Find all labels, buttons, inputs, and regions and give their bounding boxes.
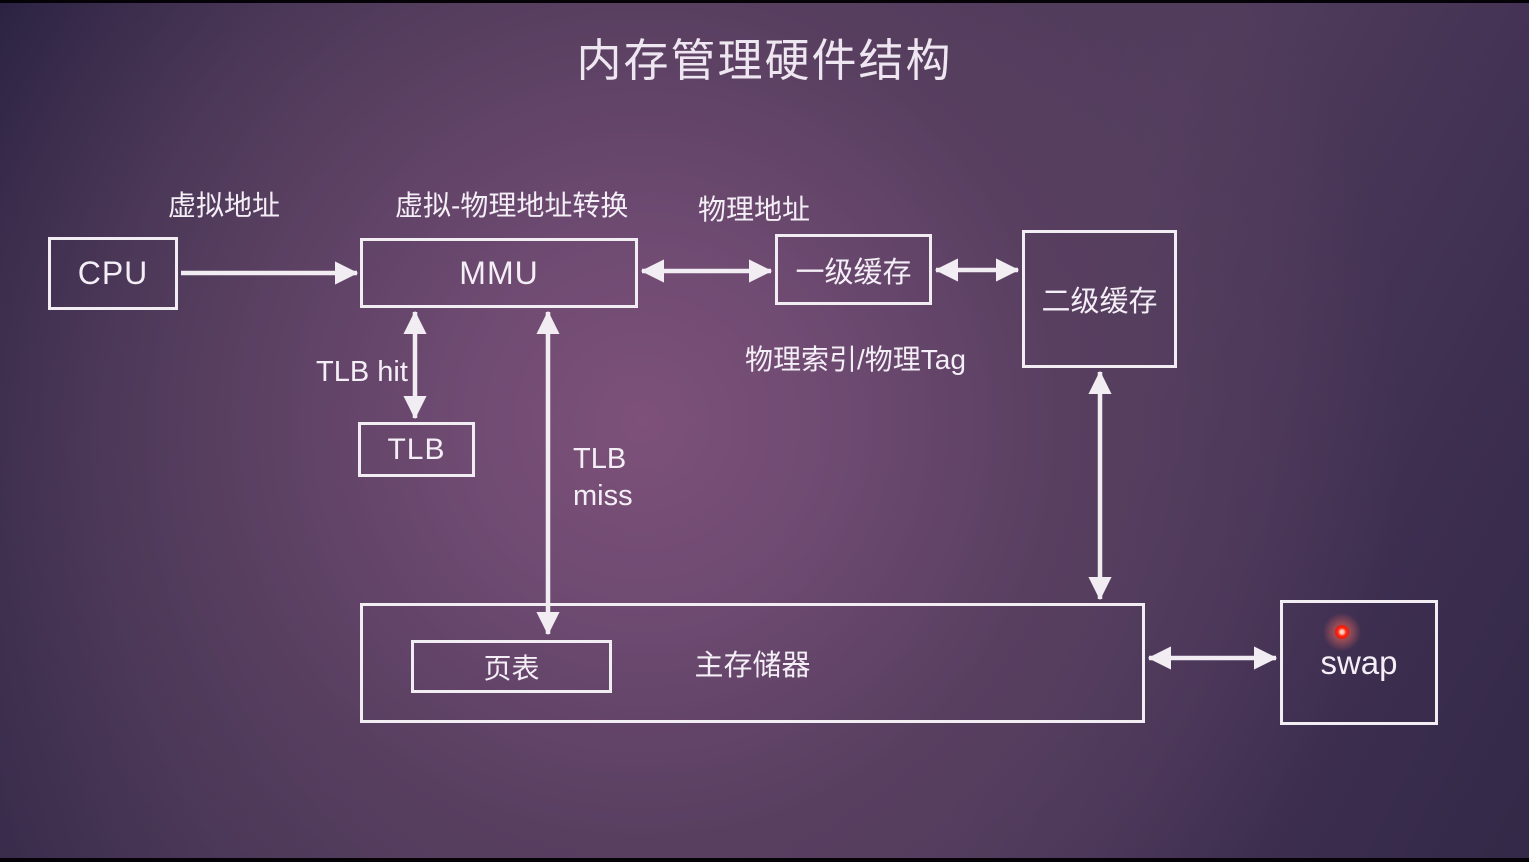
main-memory-node: 主存储器 (360, 603, 1145, 723)
tlb-miss-label: TLB miss (573, 441, 633, 515)
main-memory-label: 主存储器 (694, 650, 811, 682)
tlb-miss-line2: miss (573, 480, 633, 512)
tlb-node: TLB (358, 422, 475, 477)
tlb-hit-label: TLB hit (316, 356, 408, 388)
cpu-node: CPU (48, 237, 178, 310)
l1-cache-label: 一级缓存 (795, 256, 912, 289)
page-table-node: 页表 (411, 640, 612, 693)
letterbox-bottom (0, 858, 1529, 862)
l2-cache-label: 二级缓存 (1041, 286, 1158, 318)
physical-address-label: 物理地址 (698, 194, 811, 225)
l2-cache-node: 二级缓存 (1022, 230, 1177, 368)
virtual-address-label: 虚拟地址 (168, 190, 281, 221)
diagram-title: 内存管理硬件结构 (576, 36, 953, 86)
cpu-label: CPU (77, 255, 149, 291)
physical-index-tag-label: 物理索引/物理Tag (745, 344, 966, 375)
tlb-label: TLB (387, 432, 446, 466)
va-pa-translation-label: 虚拟-物理地址转换 (395, 190, 629, 221)
mmu-label: MMU (459, 254, 539, 291)
swap-node: swap (1280, 600, 1438, 725)
swap-label: swap (1320, 643, 1398, 681)
page-table-label: 页表 (483, 652, 540, 684)
tlb-miss-line1: TLB (573, 443, 627, 475)
l1-cache-node: 一级缓存 (775, 234, 932, 305)
mmu-node: MMU (360, 238, 638, 308)
letterbox-top (0, 0, 1529, 3)
